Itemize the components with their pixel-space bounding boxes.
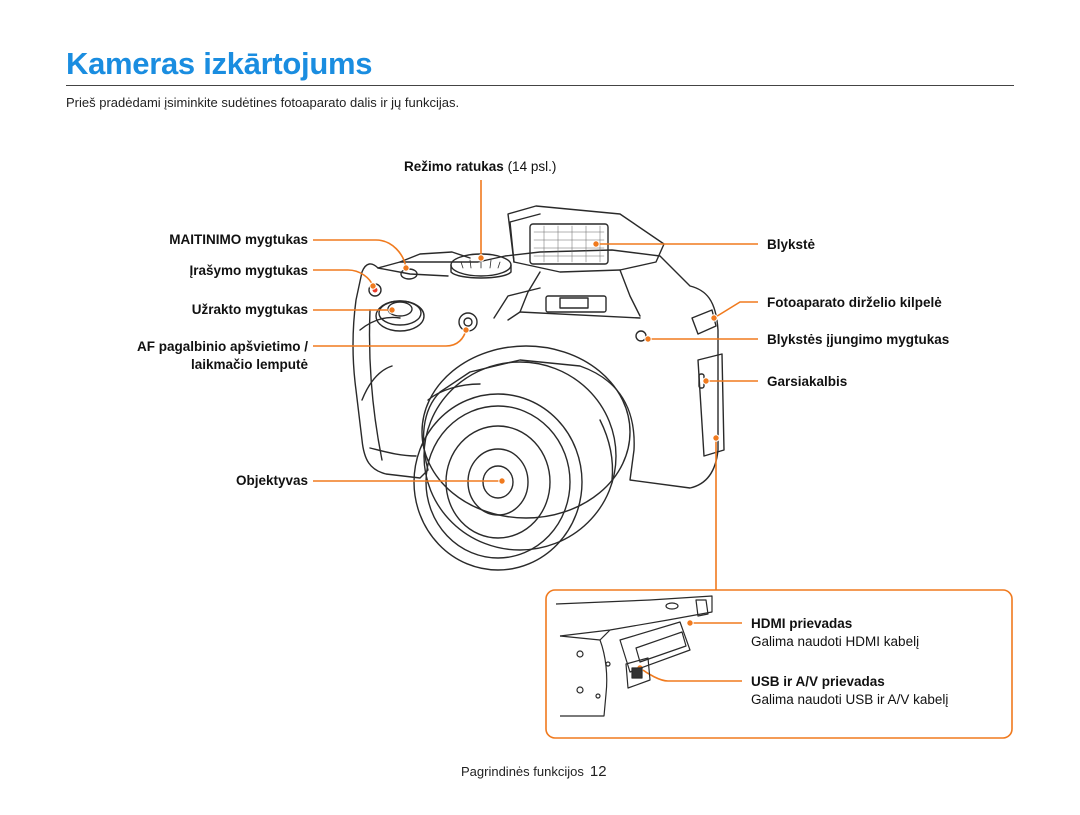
flash-label: Blykstė xyxy=(767,237,816,252)
mode-dial-label: Režimo ratukas (14 psl.) xyxy=(404,159,557,174)
hdmi-port-drawing xyxy=(635,631,687,663)
usb-port-label: USB ir A/V prievadas xyxy=(751,674,885,689)
port-detail-frame xyxy=(545,589,1013,739)
page-title: Kameras izkārtojums xyxy=(66,46,373,81)
lens xyxy=(413,393,583,571)
af-lamp-label-line2: laikmačio lemputė xyxy=(190,357,308,372)
flash-button-label: Blykstės įjungimo mygtukas xyxy=(767,332,950,347)
hdmi-port-label: HDMI prievadas xyxy=(751,616,853,631)
intro-text: Prieš pradėdami įsiminkite sudėtines fot… xyxy=(66,95,460,110)
record-button-label: Įrašymo mygtukas xyxy=(189,263,308,278)
hdmi-port-desc: Galima naudoti HDMI kabelį xyxy=(751,634,920,649)
footer-section: Pagrindinės funkcijos xyxy=(461,764,584,779)
page-number: 12 xyxy=(589,763,607,780)
camera-body xyxy=(352,249,719,489)
power-button-label: MAITINIMO mygtukas xyxy=(169,232,308,247)
af-lamp-label-line1: AF pagalbinio apšvietimo / xyxy=(136,339,308,354)
strap-eyelet-label: Fotoaparato dirželio kilpelė xyxy=(767,295,942,310)
lens-label: Objektyvas xyxy=(235,473,308,488)
flash-head xyxy=(507,205,665,273)
title-divider xyxy=(66,85,1014,86)
mode-dial-page-ref: (14 psl.) xyxy=(507,159,557,174)
usb-port-drawing xyxy=(625,657,651,689)
page-footer: Pagrindinės funkcijos 12 xyxy=(461,763,607,780)
strap-eyelet xyxy=(691,309,717,335)
speaker-label: Garsiakalbis xyxy=(767,374,848,389)
usb-port-desc: Galima naudoti USB ir A/V kabelį xyxy=(751,692,949,707)
shutter-button-label: Užrakto mygtukas xyxy=(191,302,308,317)
